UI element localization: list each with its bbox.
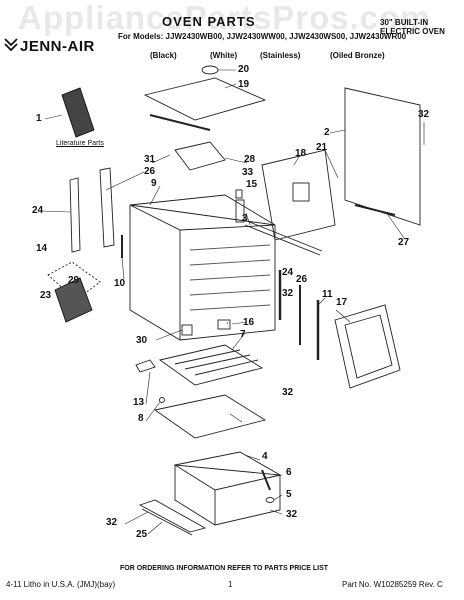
callout-32-top: 32 [418, 109, 430, 120]
brand-logo-icon [4, 38, 18, 52]
callout-24-right: 24 [282, 267, 294, 278]
models-line: For Models: JJW2430WB00, JJW2430WW00, JJ… [118, 32, 407, 41]
callout-10: 10 [114, 278, 126, 289]
column-stainless: (Stainless) [260, 51, 301, 60]
part-28-drawing [174, 141, 226, 171]
callout-9: 9 [151, 178, 157, 189]
callout-32-drawer: 32 [286, 509, 298, 520]
callout-19: 19 [238, 79, 250, 90]
callout-26-top: 26 [144, 166, 156, 177]
callout-18: 18 [295, 148, 307, 159]
callout-32-rail: 32 [106, 517, 118, 528]
callout-23: 23 [40, 290, 52, 301]
watermark: AppliancePartsPros.com [18, 0, 431, 36]
callout-16: 16 [243, 317, 255, 328]
part-number: Part No. W10285259 Rev. C [342, 580, 443, 589]
part-7-drawing [158, 344, 264, 386]
column-oiled-bronze: (Oiled Bronze) [330, 51, 385, 60]
product-line-2: ELECTRIC OVEN [380, 27, 445, 36]
callout-33: 33 [242, 167, 254, 178]
callout-8: 8 [138, 413, 144, 424]
callout-32-door: 32 [282, 387, 294, 398]
page-number: 1 [228, 580, 233, 589]
callout-4: 4 [262, 451, 268, 462]
callout-20: 20 [238, 64, 250, 75]
literature-parts-label: Literature Parts [56, 140, 104, 147]
callout-32-mid: 32 [282, 288, 294, 299]
callout-29: 29 [68, 275, 80, 286]
literature-parts-drawing [61, 87, 95, 138]
callout-17: 17 [336, 297, 348, 308]
column-black: (Black) [150, 51, 177, 60]
callout-27: 27 [398, 237, 410, 248]
callout-11: 11 [322, 289, 333, 300]
part-26-lower-drawing [153, 394, 267, 439]
part-9-drawing [129, 194, 276, 341]
part-2-drawing [344, 87, 421, 226]
callout-15: 15 [246, 179, 258, 190]
part-19-drawing [143, 77, 267, 121]
callout-1: 1 [36, 113, 42, 124]
part-17-drawing [334, 304, 401, 389]
callout-21: 21 [316, 142, 328, 153]
part-18-drawing [261, 149, 336, 241]
callout-24-left: 24 [32, 205, 44, 216]
callout-13: 13 [133, 397, 145, 408]
callout-5: 5 [286, 489, 292, 500]
callout-28: 28 [244, 154, 256, 165]
callout-25: 25 [136, 529, 148, 540]
callout-2: 2 [324, 127, 330, 138]
callout-3: 3 [242, 213, 248, 224]
callout-14: 14 [36, 243, 48, 254]
callout-6: 6 [286, 467, 292, 478]
callout-26-right: 26 [296, 274, 308, 285]
page-title: OVEN PARTS [162, 14, 256, 29]
ordering-note: FOR ORDERING INFORMATION REFER TO PARTS … [120, 565, 329, 572]
product-line-1: 30" BUILT-IN [380, 18, 429, 27]
part-20-drawing [201, 65, 219, 75]
callout-7: 7 [240, 329, 246, 340]
callout-30: 30 [136, 335, 148, 346]
brand-logo: JENN-AIR [20, 38, 95, 55]
column-white: (White) [210, 51, 238, 60]
callout-31: 31 [144, 154, 156, 165]
litho-note: 4-11 Litho in U.S.A. (JMJ)(bay) [6, 580, 116, 589]
